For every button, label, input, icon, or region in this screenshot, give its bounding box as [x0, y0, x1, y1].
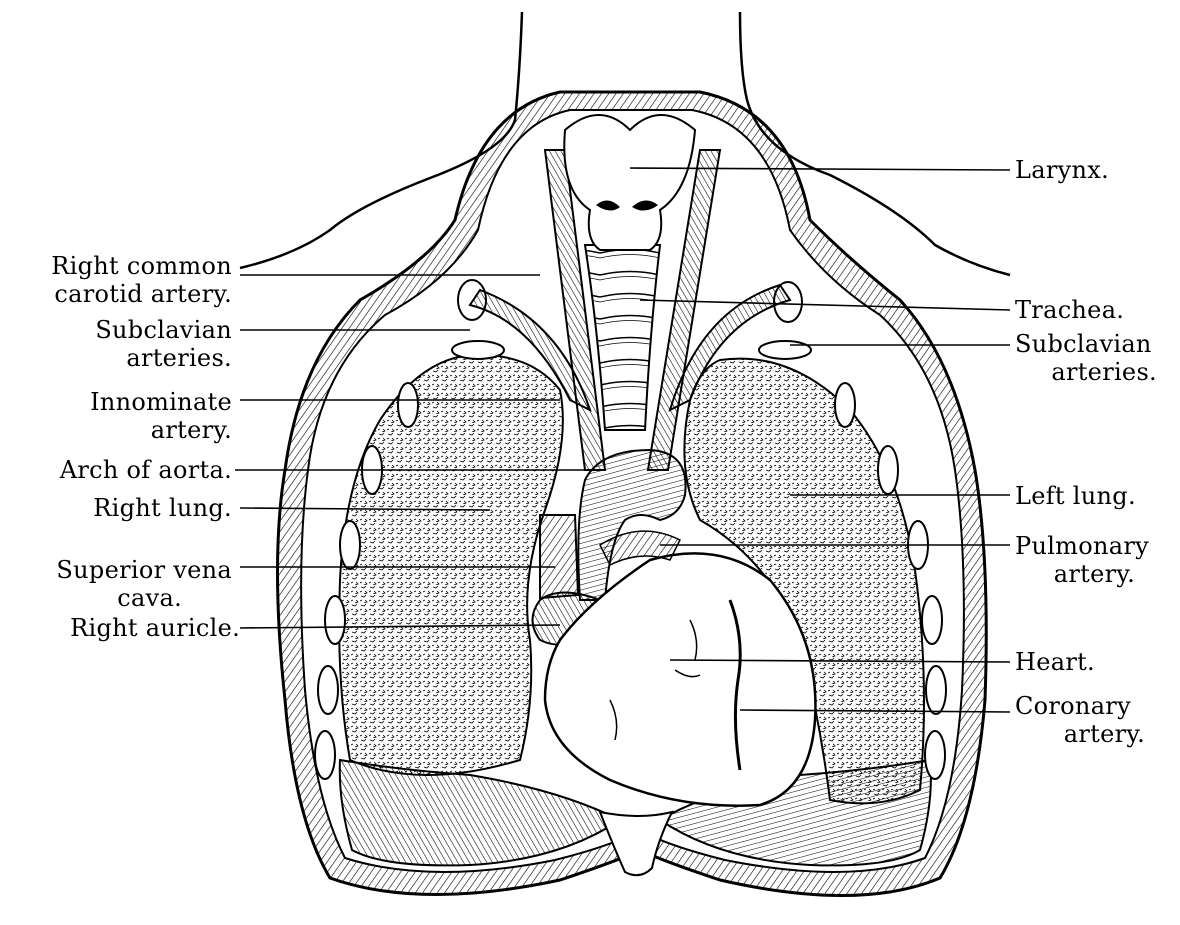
label-right-lung: Right lung. [10, 494, 232, 522]
label-line: artery. [1015, 560, 1175, 588]
label-subclavian-left: Subclavian arteries. [10, 316, 232, 372]
label-larynx: Larynx. [1015, 156, 1109, 184]
label-innominate: Innominate artery. [10, 388, 232, 444]
label-line: Subclavian [10, 316, 232, 344]
label-line: artery. [1015, 720, 1175, 748]
label-pulmonary-artery: Pulmonary artery. [1015, 532, 1175, 588]
label-right-common-carotid: Right common carotid artery. [10, 252, 232, 308]
label-arch-of-aorta: Arch of aorta. [10, 456, 232, 484]
label-line: Right auricle. [10, 614, 240, 642]
label-line: Right common [10, 252, 232, 280]
label-line: Trachea. [1015, 296, 1124, 324]
label-line: Arch of aorta. [10, 456, 232, 484]
label-trachea: Trachea. [1015, 296, 1124, 324]
label-line: carotid artery. [10, 280, 232, 308]
label-line: Subclavian [1015, 330, 1175, 358]
label-left-lung: Left lung. [1015, 482, 1136, 510]
label-subclavian-right: Subclavian arteries. [1015, 330, 1175, 386]
label-line: cava. [10, 584, 232, 612]
label-line: Superior vena [10, 556, 232, 584]
label-line: artery. [10, 416, 232, 444]
label-coronary-artery: Coronary artery. [1015, 692, 1175, 748]
label-line: arteries. [10, 344, 232, 372]
label-line: Heart. [1015, 648, 1095, 676]
label-line: Pulmonary [1015, 532, 1175, 560]
label-superior-vena-cava: Superior vena cava. [10, 556, 232, 612]
superior-vena-cava [540, 515, 578, 598]
label-line: Larynx. [1015, 156, 1109, 184]
label-line: arteries. [1015, 358, 1175, 386]
label-line: Innominate [10, 388, 232, 416]
label-line: Right lung. [10, 494, 232, 522]
label-right-auricle: Right auricle. [10, 614, 240, 642]
label-heart: Heart. [1015, 648, 1095, 676]
label-line: Left lung. [1015, 482, 1136, 510]
label-line: Coronary [1015, 692, 1175, 720]
